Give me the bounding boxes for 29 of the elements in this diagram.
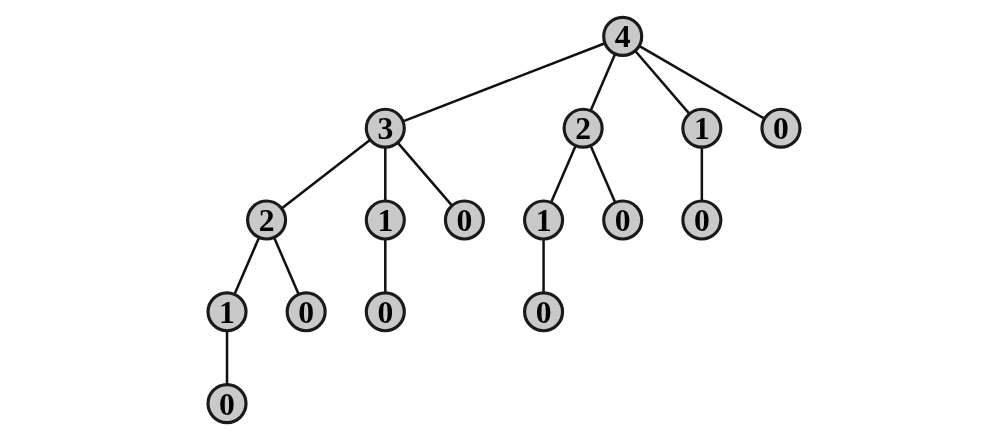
node-circle: 4	[602, 15, 644, 57]
connector	[233, 236, 261, 295]
node-circle: 1	[206, 291, 248, 333]
connector	[549, 145, 577, 204]
node-circle: 2	[246, 199, 288, 241]
connector	[280, 138, 372, 210]
node-circle: 0	[760, 107, 802, 149]
node-circle: 0	[681, 199, 723, 241]
connector	[272, 236, 300, 295]
node-circle: 0	[285, 291, 327, 333]
node-circle: 0	[602, 199, 644, 241]
node-circle: 1	[681, 107, 723, 149]
node-circle: 3	[364, 107, 406, 149]
node-circle: 1	[364, 199, 406, 241]
node-circle: 0	[206, 383, 248, 425]
connector	[225, 330, 229, 385]
node-circle: 0	[364, 291, 406, 333]
connector	[589, 53, 617, 112]
connector	[384, 147, 387, 201]
connector	[396, 141, 453, 207]
connector	[700, 147, 704, 201]
node-circle: 1	[523, 199, 565, 241]
connector	[542, 239, 545, 293]
node-circle: 0	[523, 291, 565, 333]
node-circle: 2	[562, 107, 604, 149]
connector	[589, 145, 617, 204]
connector	[634, 49, 691, 115]
node-circle: 0	[443, 199, 485, 241]
connector	[384, 239, 387, 293]
